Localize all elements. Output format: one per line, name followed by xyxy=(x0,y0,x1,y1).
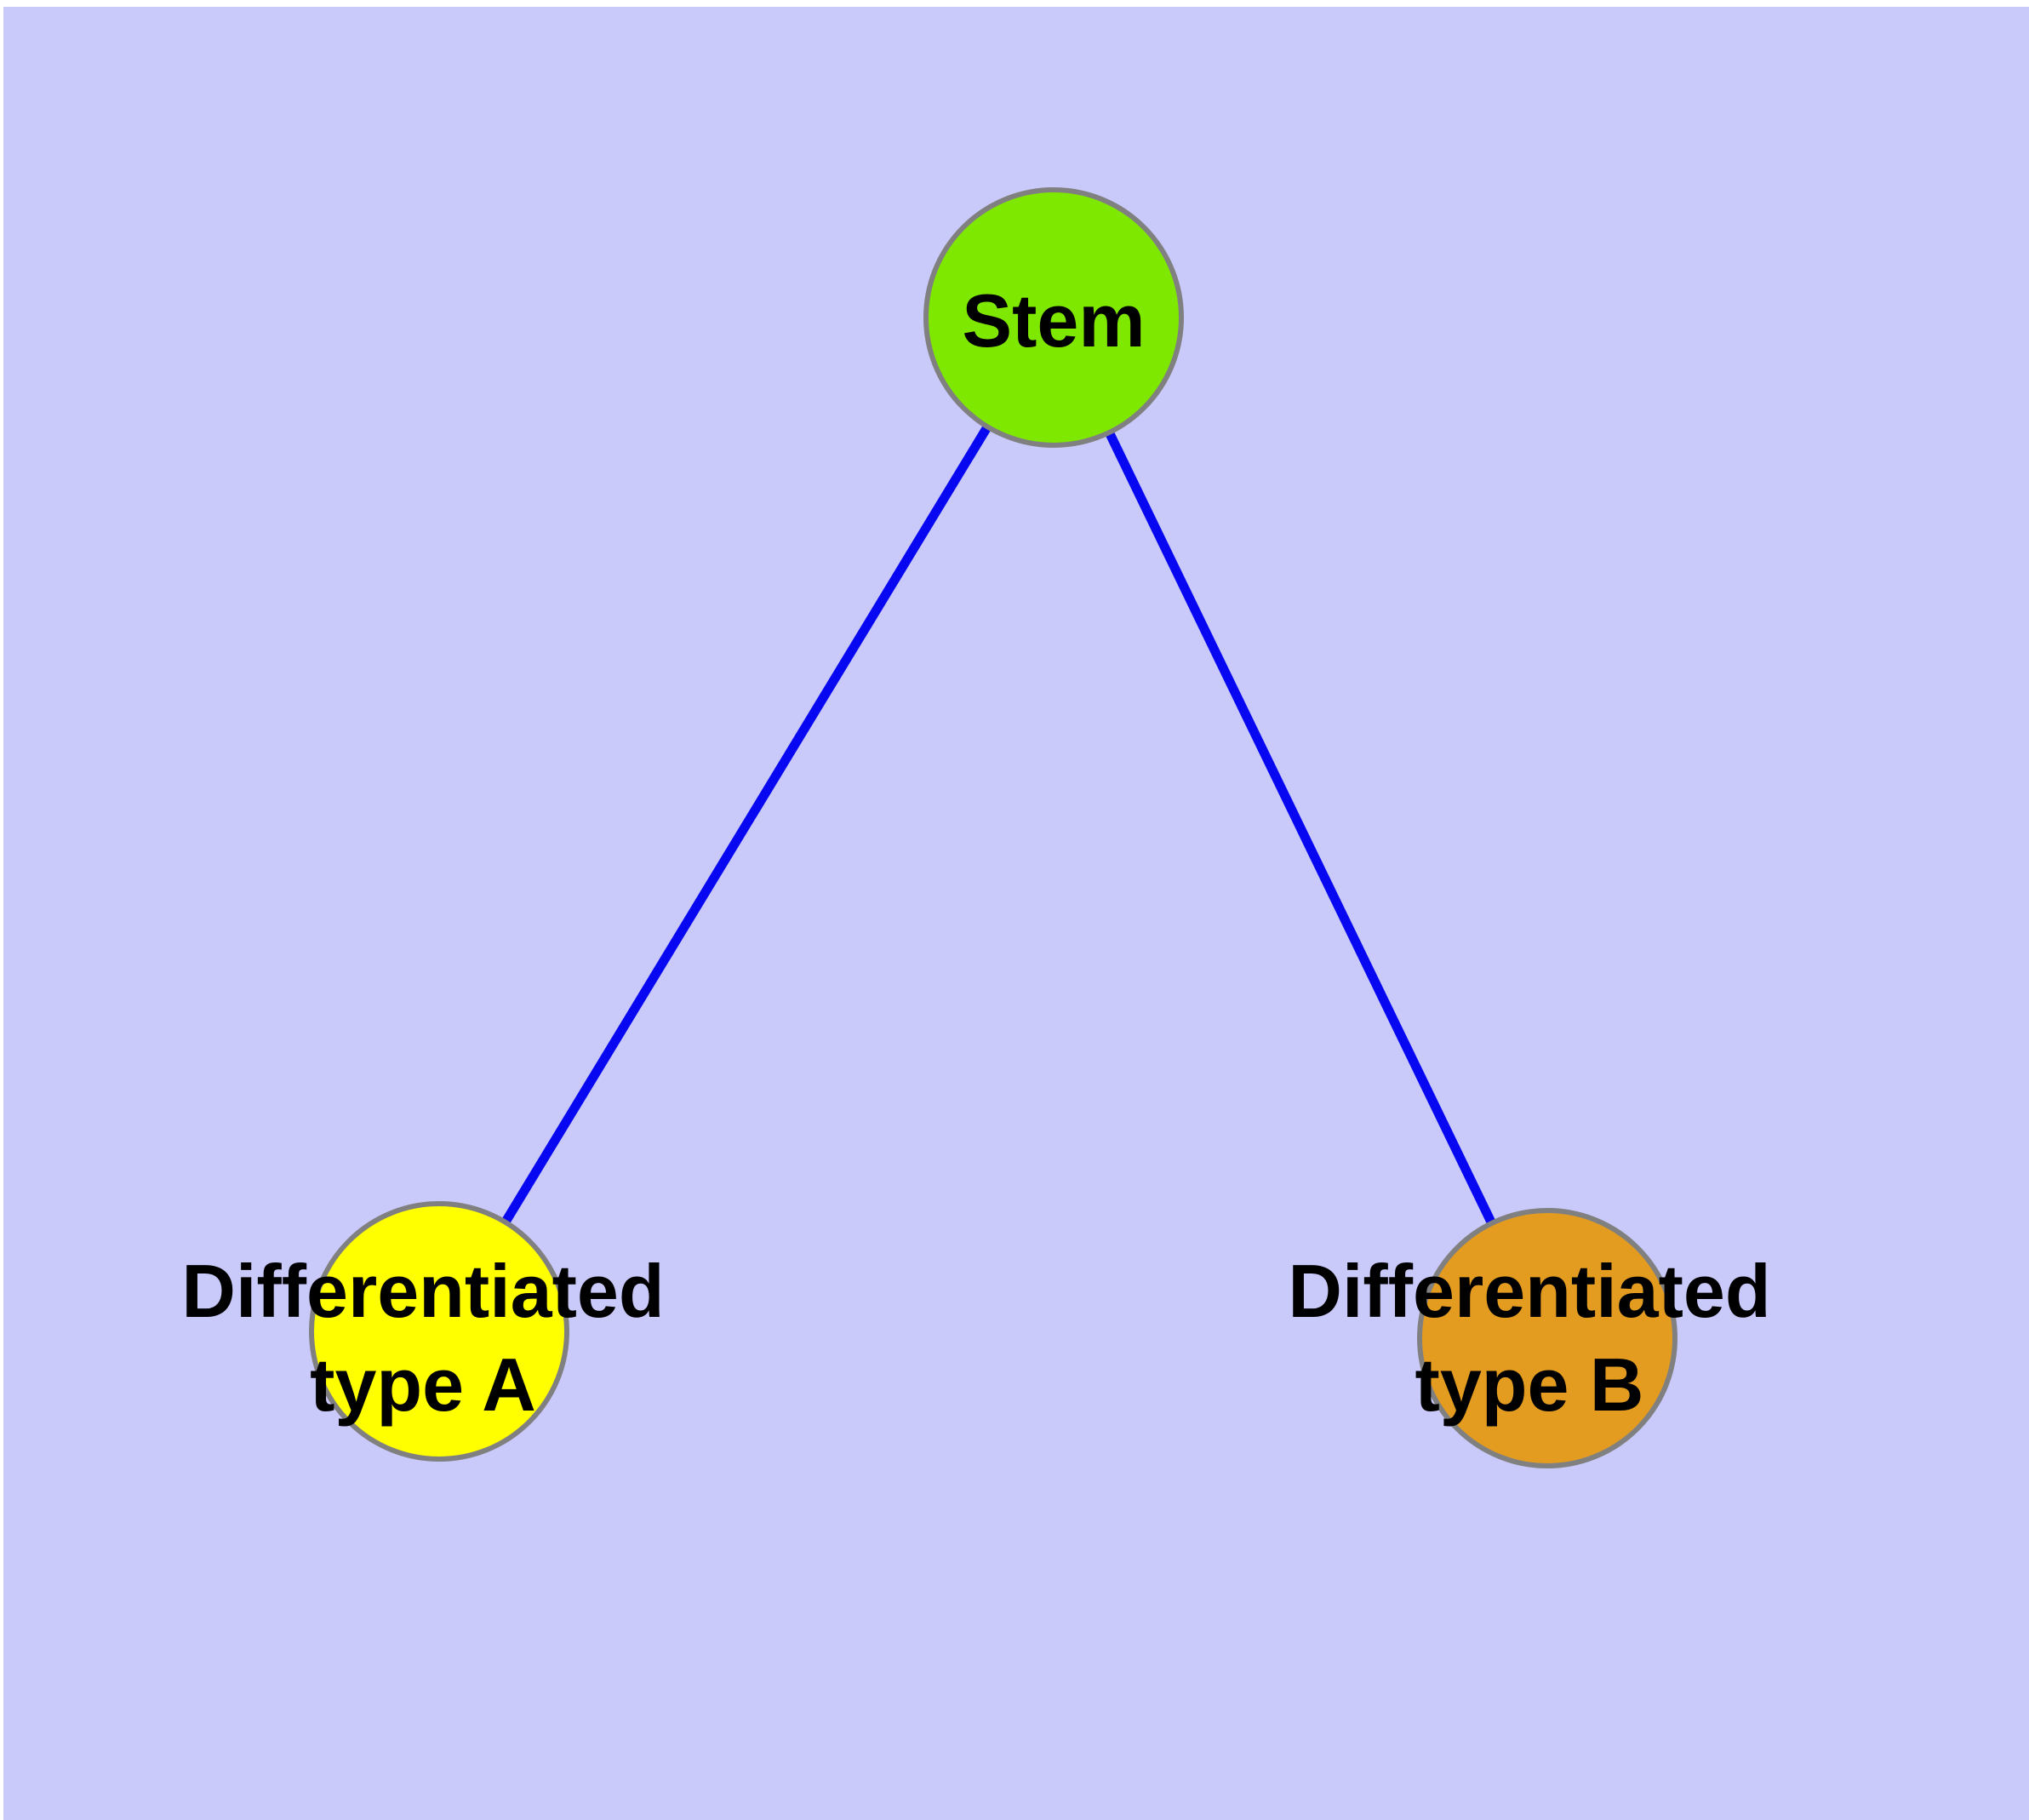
node-label-line: Differentiated xyxy=(181,1249,664,1333)
edge-stem-differentiated-type-a xyxy=(435,315,1058,1334)
node-label-line: Stem xyxy=(962,278,1145,363)
node-label-stem: Stem xyxy=(962,278,1145,363)
node-stem xyxy=(923,187,1184,448)
node-label-line: Differentiated xyxy=(1288,1249,1770,1333)
node-label-differentiated-type-a: Differentiated type A xyxy=(181,1249,664,1427)
node-differentiated-type-a xyxy=(309,1201,569,1462)
node-label-differentiated-type-b: Differentiated type B xyxy=(1288,1249,1770,1427)
edge-stem-differentiated-type-b xyxy=(1049,315,1552,1341)
node-label-line: type A xyxy=(310,1342,536,1427)
node-label-line: type B xyxy=(1415,1342,1644,1427)
node-differentiated-type-b xyxy=(1417,1208,1677,1468)
